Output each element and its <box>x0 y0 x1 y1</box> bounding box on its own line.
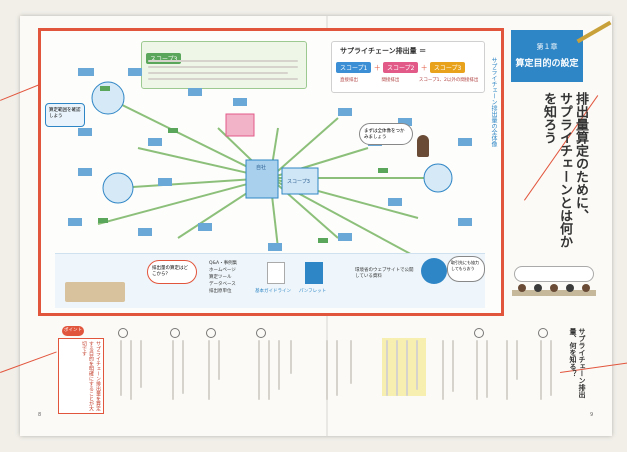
legend-tool: 算定ツール <box>209 275 232 280</box>
scope3-center-box <box>281 167 319 195</box>
legend-home: ホームページ <box>209 268 236 273</box>
desk-illustration <box>65 282 125 302</box>
guideline-icon <box>267 262 285 284</box>
web-note: 環境省のウェブサイトで公開している資料 <box>355 268 414 279</box>
person-icon <box>417 135 429 157</box>
chapter-title: 算定目的の設定 <box>515 59 579 69</box>
numbered-bullet-icon <box>474 328 484 338</box>
transport-hub-icon <box>102 172 134 204</box>
lower-right-title: サプライチェーン排出量、何を知る？ <box>569 328 586 398</box>
legend-db: データベース <box>209 282 236 287</box>
page-number-left: 8 <box>38 412 42 418</box>
scope-explanation-box: スコープ3 <box>141 41 307 89</box>
pamphlet-label: パンフレット <box>299 289 327 294</box>
chapter-number: 第１章 <box>536 43 558 51</box>
formula-scope2: スコープ2 <box>382 62 419 73</box>
bottom-resource-strip: 排出量の算定はどこから？ Q&A・事例集 ホームページ 算定ツール データベース… <box>55 253 485 308</box>
numbered-bullet-icon <box>256 328 266 338</box>
formula-title: サプライチェーン排出量 <box>340 47 417 55</box>
scope2-factory-icon <box>225 113 255 137</box>
diagram-frame: スコープ3 サプライチェーン排出量 ＝ スコープ1 ＋ スコープ2 ＋ スコープ… <box>38 28 504 316</box>
formula-scope1: スコープ1 <box>336 62 372 73</box>
numbered-bullet-icon <box>538 328 548 338</box>
point-note-box: サプライチェーン排出量を算定する目的を明確にすることが大切です <box>58 338 104 414</box>
lower-left-section: ポイント サプライチェーン排出量を算定する目的を明確にすることが大切です <box>46 326 306 414</box>
highlight-block <box>382 338 426 396</box>
formula-equals: ＝ <box>419 47 427 55</box>
chapter-badge: 第１章 算定目的の設定 <box>511 30 583 82</box>
speech-bubble-right: 取引先にも協力してもらおう <box>447 256 485 282</box>
scope-chip-label: スコープ3 <box>146 53 182 64</box>
legend-etc: 排出原単位 <box>209 289 232 294</box>
lower-right-section: サプライチェーン排出量、何を知る？ <box>312 326 602 412</box>
company-label: 自社 <box>256 165 267 171</box>
meeting-illustration <box>508 262 598 312</box>
pamphlet-icon <box>305 262 323 284</box>
formula-plus-1: ＋ <box>373 64 381 72</box>
scope1-note: 直接排出 <box>340 78 358 83</box>
speech-bubble-2: 算定範囲を確認しよう <box>45 103 85 127</box>
speech-bubble-question: 排出量の算定はどこから？ <box>147 260 197 284</box>
heading-line-1: 排出量算定のために、 <box>573 92 588 222</box>
scope-circle-badge <box>421 258 447 284</box>
legend-qa: Q&A・事例集 <box>209 261 238 266</box>
page-number-right: 9 <box>590 412 594 418</box>
numbered-bullet-icon <box>206 328 216 338</box>
point-badge: ポイント <box>62 326 84 336</box>
scope3-note: スコープ1、2以外の間接排出 <box>418 78 479 83</box>
guideline-label: 基本ガイドライン <box>255 289 291 294</box>
company-building-icon <box>245 159 279 199</box>
formula-plus-2: ＋ <box>420 64 428 72</box>
formula-box: サプライチェーン排出量 ＝ スコープ1 ＋ スコープ2 ＋ スコープ3 直接排出… <box>331 41 485 93</box>
numbered-bullet-icon <box>118 328 128 338</box>
heading-line-2: サプライチェーンとは何かを知ろう <box>541 92 572 248</box>
speech-bubble-1: まずは全体像をつかみましょう <box>359 123 413 145</box>
supply-chain-diagram <box>68 68 472 263</box>
numbered-bullet-icon <box>170 328 180 338</box>
diagram-side-label: サプライチェーン排出量の全体像 <box>490 57 497 147</box>
downstream-hub-icon <box>423 163 453 193</box>
formula-scope3: スコープ3 <box>429 62 466 73</box>
page-heading: 排出量算定のために、 サプライチェーンとは何かを知ろう <box>540 92 588 252</box>
center-scope-label: スコープ3 <box>287 179 310 185</box>
scope2-note: 間接排出 <box>381 78 400 83</box>
